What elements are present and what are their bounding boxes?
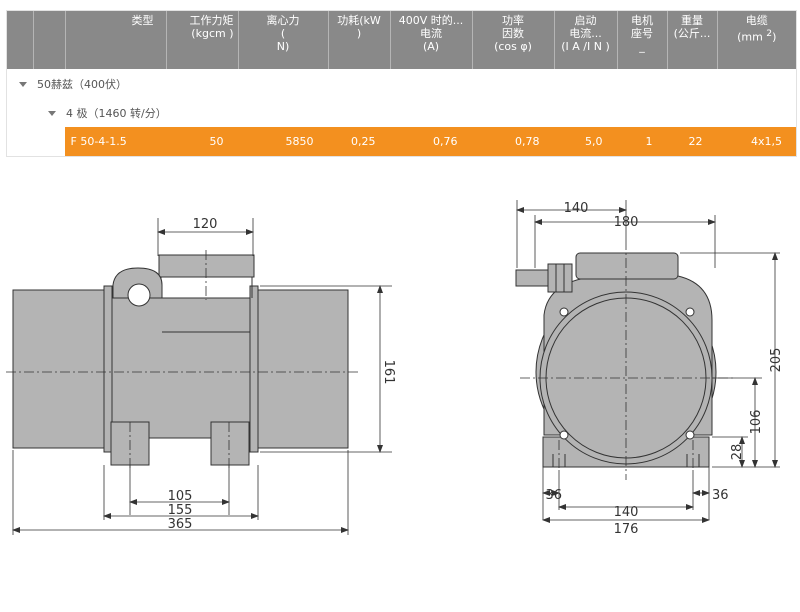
cell-torque: 50 [165, 127, 238, 156]
dim-foot-width-right: 36 [712, 488, 729, 503]
header-frame-size[interactable]: 电机座号_ [616, 11, 667, 69]
header-force[interactable]: 离心力(N) [237, 11, 328, 69]
side-view-centerlines [6, 250, 360, 468]
side-view [12, 254, 349, 466]
dim-total-length: 365 [168, 517, 193, 532]
group-row-poles[interactable]: 4 极（1460 转/分） [7, 98, 796, 127]
group-label-frequency: 50赫兹（400伏） [37, 77, 127, 91]
header-torque[interactable]: 工作力矩(kgcm ) [165, 11, 238, 69]
chevron-down-icon[interactable] [19, 82, 27, 87]
dim-axis-height: 106 [749, 410, 764, 435]
cell-weight: 22 [666, 127, 717, 156]
dim-front-180: 180 [614, 215, 639, 230]
dim-top-width: 120 [193, 217, 218, 232]
header-cable[interactable]: 电缆(mm 2) [716, 11, 796, 69]
header-power[interactable]: 功耗(kW) [327, 11, 390, 69]
header-type[interactable]: 类型 [64, 11, 166, 69]
dim-foot-inner: 105 [168, 489, 193, 504]
front-view-centerlines [520, 240, 735, 480]
dim-foot-outer: 155 [168, 503, 193, 518]
cell-type[interactable]: F 50-4-1.5 [64, 127, 166, 156]
dim-base-176: 176 [614, 522, 639, 537]
dim-base-140: 140 [614, 505, 639, 520]
cell-frame-size: 1 [616, 127, 667, 156]
dim-front-140: 140 [564, 201, 589, 216]
header-weight[interactable]: 重量(公斤... [666, 11, 717, 69]
table-row[interactable]: F 50-4-1.5 50 5850 0,25 0,76 0,78 5,0 1 … [7, 127, 796, 156]
side-view-dims [12, 218, 392, 535]
cell-power: 0,25 [327, 127, 390, 156]
front-view [515, 252, 717, 468]
table-header-row: 类型 工作力矩(kgcm ) 离心力(N) 功耗(kW) 400V 时的...电… [7, 11, 796, 69]
front-view-dims [516, 200, 780, 523]
dim-foot-width-left: 36 [545, 488, 562, 503]
dim-front-205: 205 [769, 348, 784, 373]
cell-force: 5850 [237, 127, 328, 156]
header-power-factor[interactable]: 功率因数(cos φ) [471, 11, 554, 69]
chevron-down-icon[interactable] [48, 111, 56, 116]
cell-cable: 4x1,5 [716, 127, 796, 156]
product-table: 类型 工作力矩(kgcm ) 离心力(N) 功耗(kW) 400V 时的...电… [6, 10, 797, 157]
group-label-poles: 4 极（1460 转/分） [66, 106, 167, 120]
cell-starting-current: 5,0 [553, 127, 617, 156]
dim-height: 161 [381, 360, 396, 385]
group-row-frequency[interactable]: 50赫兹（400伏） [7, 69, 796, 98]
cell-current: 0,76 [389, 127, 472, 156]
header-starting-current[interactable]: 启动电流...(I A /I N ) [553, 11, 617, 69]
header-current[interactable]: 400V 时的...电流(A) [389, 11, 472, 69]
cell-power-factor: 0,78 [471, 127, 554, 156]
dim-foot-height: 28 [730, 444, 745, 461]
